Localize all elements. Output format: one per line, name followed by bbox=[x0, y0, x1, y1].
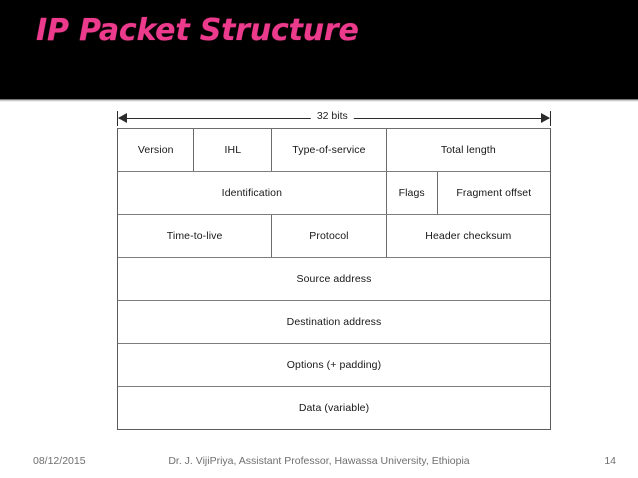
packet-field: IHL bbox=[194, 129, 273, 171]
packet-field: Options (+ padding) bbox=[286, 359, 382, 371]
packet-field: Flags bbox=[387, 172, 438, 214]
packet-row: Source address bbox=[118, 258, 550, 301]
packet-field: Version bbox=[118, 129, 195, 171]
packet-row: Options (+ padding) bbox=[118, 344, 550, 387]
arrow-left-icon bbox=[118, 113, 127, 123]
footer-date: 08/12/2015 bbox=[33, 455, 86, 467]
arrow-right-icon bbox=[541, 113, 550, 123]
packet-field: Data (variable) bbox=[298, 402, 370, 414]
packet-field: Total length bbox=[440, 144, 496, 156]
packet-field: Protocol bbox=[272, 215, 387, 257]
footer-attribution: Dr. J. VijiPriya, Assistant Professor, H… bbox=[168, 455, 470, 467]
packet-row: Data (variable) bbox=[118, 387, 550, 430]
banner-divider bbox=[0, 99, 638, 102]
measure-right-cap bbox=[550, 111, 551, 126]
packet-field: Identification bbox=[118, 172, 387, 214]
title-banner bbox=[0, 0, 638, 99]
footer-page-number: 14 bbox=[604, 455, 616, 467]
packet-field: Destination address bbox=[286, 316, 382, 328]
packet-field: Source address bbox=[296, 273, 372, 285]
page-title: IP Packet Structure bbox=[36, 13, 359, 48]
packet-field: Type-of-service bbox=[272, 129, 387, 171]
width-measure-32-bits: 32 bits bbox=[117, 108, 551, 127]
packet-field: Time-to-live bbox=[118, 215, 273, 257]
packet-row: Destination address bbox=[118, 301, 550, 344]
packet-field: Header checksum bbox=[425, 230, 512, 242]
measure-left-cap bbox=[117, 111, 118, 126]
measure-label: 32 bits bbox=[310, 108, 354, 125]
packet-field: Fragment offset bbox=[456, 187, 532, 199]
